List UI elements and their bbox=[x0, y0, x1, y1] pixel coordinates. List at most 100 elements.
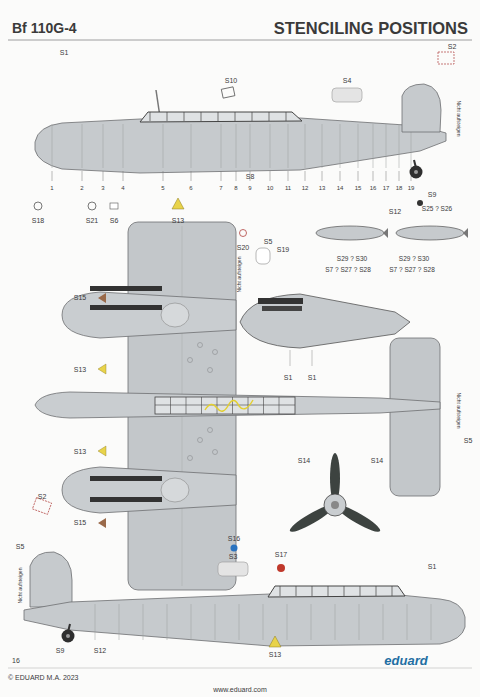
panel-line bbox=[252, 112, 253, 121]
panel-line bbox=[399, 124, 400, 168]
panel-line bbox=[287, 604, 288, 640]
panel-line bbox=[250, 124, 251, 168]
callout-label: © EDUARD M.A. 2023 bbox=[8, 674, 79, 681]
callout-label: S15 bbox=[74, 294, 86, 301]
page-title: STENCILING POSITIONS bbox=[274, 20, 468, 37]
callout-label: www.eduard.com bbox=[213, 686, 267, 693]
panel-line bbox=[218, 112, 219, 121]
panel-line bbox=[170, 397, 171, 414]
callout-label: S19 bbox=[277, 246, 289, 253]
panel-line bbox=[286, 112, 287, 121]
panel-line bbox=[167, 112, 168, 121]
callout-label: S13 bbox=[74, 366, 86, 373]
callout-label: S1 bbox=[284, 374, 293, 381]
panel-line bbox=[119, 604, 120, 640]
panel-line bbox=[279, 397, 280, 414]
panel-line bbox=[280, 586, 281, 596]
callout-label: S13 bbox=[172, 217, 184, 224]
callout-label: S14 bbox=[371, 457, 383, 464]
panel-line bbox=[340, 124, 341, 168]
panel-line bbox=[399, 171, 400, 181]
panel-line bbox=[150, 112, 151, 121]
panel-line bbox=[123, 171, 124, 181]
panel-line bbox=[221, 171, 222, 181]
panel-line bbox=[217, 397, 218, 414]
callout-label: S16 bbox=[228, 535, 240, 542]
callout-label: 16 bbox=[370, 185, 377, 191]
callout-label: S2 bbox=[448, 43, 457, 50]
callout-label: S21 bbox=[86, 217, 98, 224]
panel-line bbox=[221, 124, 222, 168]
panel-line bbox=[269, 112, 270, 121]
callout-label: 14 bbox=[337, 185, 344, 191]
callout-label: S2 bbox=[38, 493, 47, 500]
callout-label: Nicht aufsteigen bbox=[18, 567, 23, 603]
panel-line bbox=[312, 586, 313, 596]
callout-label: 10 bbox=[267, 185, 274, 191]
callout-label: 19 bbox=[408, 185, 415, 191]
panel-line bbox=[288, 124, 289, 168]
panel-line bbox=[191, 604, 192, 640]
panel-line bbox=[263, 604, 264, 640]
callout-label: 9 bbox=[248, 185, 251, 191]
panel-line bbox=[376, 586, 377, 596]
callout-label: S17 bbox=[275, 551, 287, 558]
panel-line bbox=[186, 397, 187, 414]
callout-label: S13 bbox=[269, 651, 281, 658]
callout-label: S12 bbox=[94, 647, 106, 654]
callout-label: S1 bbox=[308, 374, 317, 381]
callout-label: 15 bbox=[355, 185, 362, 191]
panel-line bbox=[235, 112, 236, 121]
callout-label: S7 ? S27 ? S28 bbox=[325, 267, 371, 274]
callout-label: 4 bbox=[121, 185, 124, 191]
callout-label: 7 bbox=[219, 185, 222, 191]
callout-label: S4 bbox=[343, 77, 352, 84]
callout-label: Bf 110G-4 bbox=[12, 21, 77, 35]
callout-label: 1 bbox=[50, 185, 53, 191]
callout-label: S5 bbox=[464, 437, 473, 444]
callout-label: Nicht aufsteigen bbox=[457, 392, 462, 428]
panel-line bbox=[143, 604, 144, 640]
callout-label: 2 bbox=[80, 185, 83, 191]
panel-line bbox=[232, 397, 233, 414]
panel-line bbox=[305, 124, 306, 168]
panel-line bbox=[373, 124, 374, 168]
panel-line bbox=[360, 586, 361, 596]
panel-line bbox=[163, 171, 164, 181]
panel-line bbox=[191, 171, 192, 181]
callout-label: S7 ? S27 ? S28 bbox=[389, 267, 435, 274]
panel-line bbox=[328, 586, 329, 596]
panel-line bbox=[373, 171, 374, 181]
callout-label: S12 bbox=[389, 208, 401, 215]
callout-label: 12 bbox=[302, 185, 309, 191]
callout-label: S14 bbox=[298, 457, 310, 464]
panel-line bbox=[52, 171, 53, 181]
panel-line bbox=[305, 171, 306, 181]
panel-line bbox=[288, 171, 289, 181]
callout-label: S9 bbox=[56, 647, 65, 654]
panel-line bbox=[340, 171, 341, 181]
panel-line bbox=[103, 171, 104, 181]
panel-line bbox=[201, 397, 202, 414]
callout-label: S9 bbox=[428, 191, 437, 198]
callout-label: Nicht aufsteigen bbox=[237, 256, 242, 292]
panel-line bbox=[103, 124, 104, 168]
panel-line bbox=[163, 124, 164, 168]
panel-line bbox=[167, 604, 168, 640]
panel-line bbox=[383, 604, 384, 640]
panel-line bbox=[191, 124, 192, 168]
panel-line bbox=[201, 112, 202, 121]
panel-line bbox=[184, 112, 185, 121]
callout-label: S5 bbox=[264, 238, 273, 245]
callout-label: S3 bbox=[229, 553, 238, 560]
panel-line bbox=[236, 124, 237, 168]
callout-label: S1 bbox=[60, 49, 69, 56]
callout-label: eduard bbox=[384, 654, 427, 667]
panel-line bbox=[358, 124, 359, 168]
callout-label: S18 bbox=[32, 217, 44, 224]
panel-line bbox=[358, 171, 359, 181]
callout-label: S29 ? S30 bbox=[337, 256, 367, 263]
callout-label: S8 bbox=[246, 173, 255, 180]
panel-line bbox=[407, 604, 408, 640]
callout-label: 3 bbox=[101, 185, 104, 191]
